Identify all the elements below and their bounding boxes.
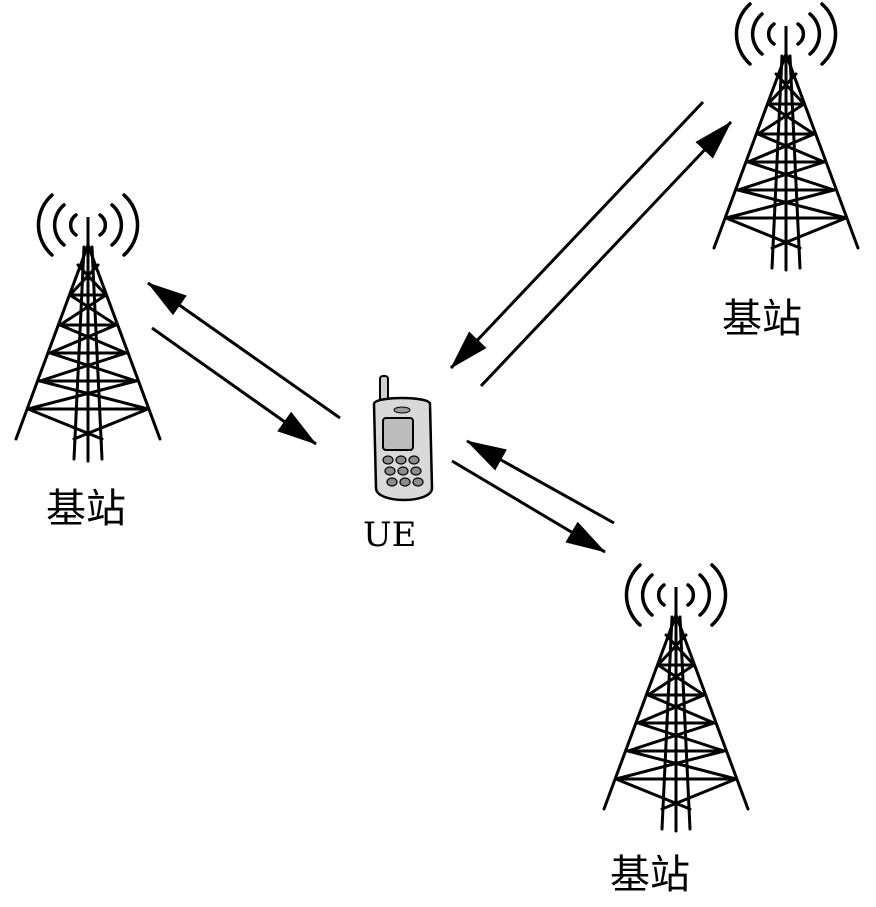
arrow-ue-to-top-right-station — [479, 120, 733, 388]
cell-tower-icon — [14, 193, 162, 463]
mobile-phone-icon — [372, 375, 434, 502]
base-station-label-bottom-right: 基站 — [610, 852, 690, 898]
arrow-ue-to-left-station — [147, 281, 341, 420]
arrow-bottom-right-station-to-ue — [466, 439, 615, 525]
arrow-top-right-station-to-ue — [449, 100, 705, 370]
cell-tower-icon — [602, 563, 750, 833]
ue-label: UE — [363, 515, 416, 555]
arrow-left-station-to-ue — [151, 326, 317, 446]
base-station-top-right — [712, 2, 860, 272]
base-station-label-top-right: 基站 — [722, 296, 802, 342]
base-station-left — [14, 193, 162, 463]
link-arrows — [147, 100, 733, 554]
base-station-label-left: 基站 — [46, 486, 126, 532]
arrow-ue-to-bottom-right-station — [451, 459, 606, 554]
base-station-bottom-right — [602, 563, 750, 833]
cell-tower-icon — [712, 2, 860, 272]
